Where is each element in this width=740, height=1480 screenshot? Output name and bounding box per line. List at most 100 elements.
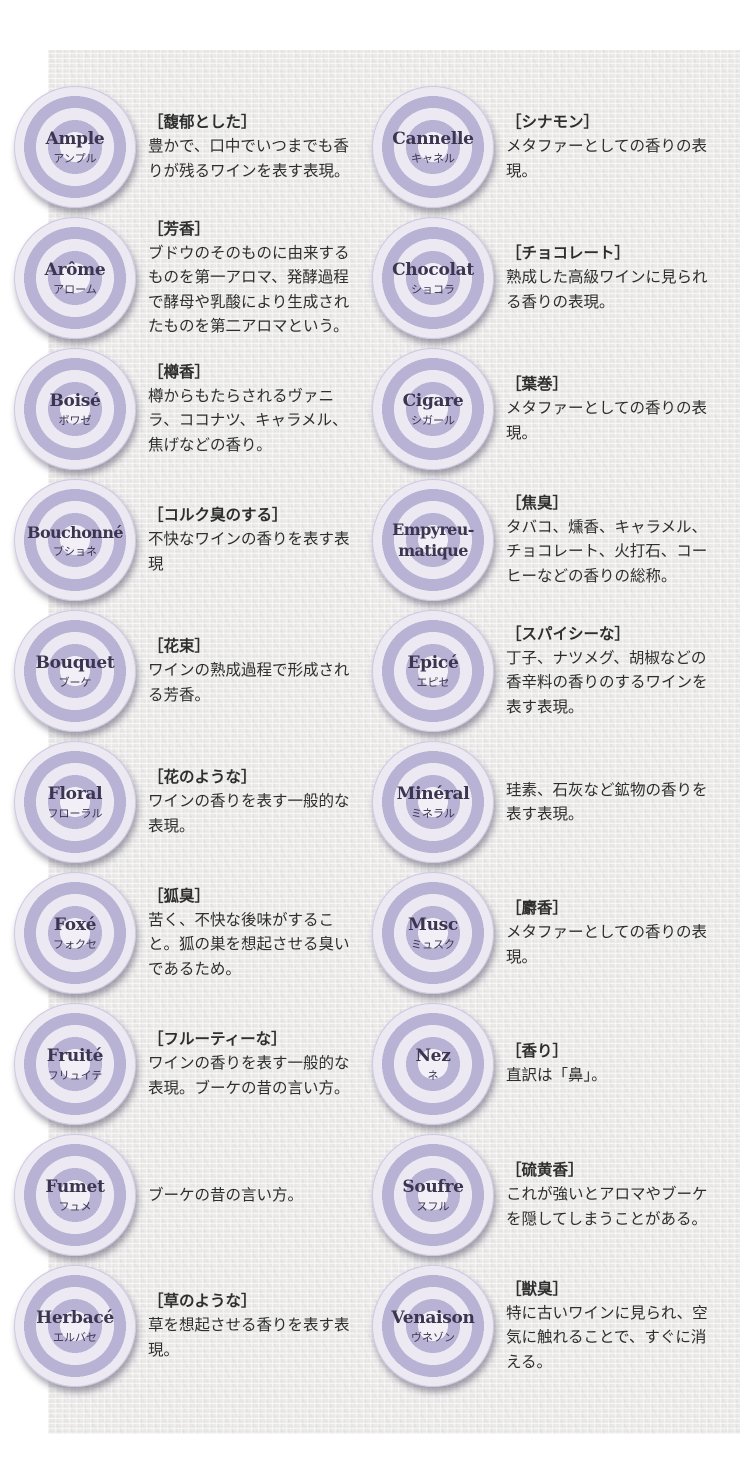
term-meaning: ［チョコレート］ — [506, 244, 631, 262]
term-french: Ample — [45, 129, 105, 149]
term-french: Boisé — [49, 391, 101, 411]
term-katakana: ミネラル — [411, 807, 455, 820]
glossary-entry-cigare: Cigare シガール ［葉巻］ メタファーとしての香りの表現。 — [358, 348, 728, 479]
term-explanation: 直訳は「鼻」。 — [506, 1066, 607, 1085]
term-katakana: エルバセ — [53, 1331, 97, 1344]
term-french: Empyreu- matique — [392, 520, 474, 560]
term-katakana: ネ — [427, 1069, 439, 1082]
term-description: ブーケの昔の言い方。 — [148, 1134, 360, 1256]
term-description: ［芳香］ ブドウのそのものに由来するものを第一アロマ、発酵過程で酵母や乳酸により… — [148, 217, 360, 339]
term-description: 珪素、石灰など鉱物の香りを表す表現。 — [506, 741, 718, 863]
term-badge: Nez ネ — [372, 1003, 494, 1125]
term-meaning: ［芳香］ — [148, 219, 211, 238]
term-french: Foxé — [53, 915, 97, 935]
term-badge: Soufre スフル — [372, 1134, 494, 1256]
glossary-entry-musc: Musc ミュスク ［麝香］ メタファーとしての香りの表現。 — [358, 872, 728, 1003]
term-description: ［花のような］ ワインの香りを表す一般的な表現。 — [148, 741, 360, 863]
term-french: Epicé — [407, 653, 459, 673]
term-meaning: ［シナモン］ — [506, 113, 600, 131]
term-description: ［麝香］ メタファーとしての香りの表現。 — [506, 872, 718, 994]
term-badge: Empyreu- matique — [372, 479, 494, 601]
glossary-entry-arome: Arôme アローム ［芳香］ ブドウのそのものに由来するものを第一アロマ、発酵… — [0, 217, 370, 348]
term-description: ［チョコレート］ 熟成した高級ワインに見られる香りの表現。 — [506, 217, 718, 339]
term-explanation: 特に古いワインに見られ、空気に触れることで、すぐに消える。 — [506, 1303, 708, 1371]
term-explanation: ワインの熟成過程で形成される芳香。 — [148, 661, 350, 704]
term-meaning: ［焦臭］ — [506, 493, 569, 512]
term-meaning: ［狐臭］ — [148, 886, 211, 905]
term-description: ［シナモン］ メタファーとしての香りの表現。 — [506, 86, 718, 208]
term-french: Chocolat — [392, 260, 474, 280]
term-explanation: ワインの香りを表す一般的な表現。 — [148, 792, 350, 835]
glossary-entry-bouquet: Bouquet ブーケ ［花束］ ワインの熟成過程で形成される芳香。 — [0, 610, 370, 741]
term-meaning: ［葉巻］ — [506, 375, 569, 393]
term-meaning: ［麝香］ — [506, 899, 569, 917]
term-badge: Floral フローラル — [14, 741, 136, 863]
term-french: Cigare — [402, 391, 464, 411]
glossary-entry-epice: Epicé エピセ ［スパイシーな］ 丁子、ナツメグ、胡椒などの香辛料の香りのす… — [358, 610, 728, 741]
term-katakana: フュメ — [58, 1200, 92, 1213]
term-description: ［葉巻］ メタファーとしての香りの表現。 — [506, 348, 718, 470]
term-katakana: フローラル — [47, 807, 103, 820]
term-badge: Minéral ミネラル — [372, 741, 494, 863]
term-french: Soufre — [402, 1177, 464, 1197]
term-badge: Boisé ボワゼ — [14, 348, 136, 470]
term-explanation: 樽からもたらされるヴァニラ、ココナツ、キャラメル、焦げなどの香り。 — [148, 386, 348, 454]
glossary-entry-floral: Floral フローラル ［花のような］ ワインの香りを表す一般的な表現。 — [0, 741, 370, 872]
term-explanation: 珪素、石灰など鉱物の香りを表す表現。 — [506, 780, 708, 824]
term-meaning: ［コルク臭のする］ — [148, 506, 288, 524]
term-description: ［フルーティーな］ ワインの香りを表す一般的な表現。ブーケの昔の言い方。 — [148, 1003, 360, 1125]
term-french: Cannelle — [392, 129, 474, 149]
term-meaning: ［フルーティーな］ — [148, 1030, 287, 1048]
term-explanation: 草を想起させる香りを表す表現。 — [148, 1316, 350, 1359]
term-badge: Bouchonné ブショネ — [14, 479, 136, 601]
term-french: Arôme — [44, 260, 106, 280]
term-katakana: キャネル — [411, 152, 455, 165]
term-description: ［焦臭］ タバコ、燻香、キャラメル、チョコレート、火打石、コーヒーなどの香りの総… — [506, 479, 718, 601]
glossary-entry-chocolat: Chocolat ショコラ ［チョコレート］ 熟成した高級ワインに見られる香りの… — [358, 217, 728, 348]
term-explanation: 熟成した高級ワインに見られる香りの表現。 — [506, 268, 708, 311]
term-meaning: ［樽香］ — [148, 362, 211, 381]
term-description: ［スパイシーな］ 丁子、ナツメグ、胡椒などの香辛料の香りのするワインを表す表現。 — [506, 610, 718, 732]
term-katakana: ショコラ — [411, 283, 455, 296]
term-katakana: エピセ — [416, 676, 450, 689]
term-explanation: 苦く、不快な後味がすること。狐の巣を想起させる臭いであるため。 — [148, 910, 350, 978]
glossary-entry-soufre: Soufre スフル ［硫黄香］ これが強いとアロマやブーケを隠してしまうことが… — [358, 1134, 728, 1265]
term-katakana: シガール — [411, 414, 455, 427]
term-description: ［馥郁とした］ 豊かで、口中でいつまでも香りが残るワインを表す表現。 — [148, 86, 360, 208]
glossary-entry-bouchonne: Bouchonné ブショネ ［コルク臭のする］ 不快なワインの香りを表す表現 — [0, 479, 370, 610]
term-explanation: 丁子、ナツメグ、胡椒などの香辛料の香りのするワインを表す表現。 — [506, 648, 708, 716]
term-badge: Ample アンプル — [14, 86, 136, 208]
term-explanation: ブドウのそのものに由来するものを第一アロマ、発酵過程で酵母や乳酸により生成された… — [148, 243, 350, 336]
term-explanation: 豊かで、口中でいつまでも香りが残るワインを表す表現。 — [148, 137, 350, 180]
term-badge: Bouquet ブーケ — [14, 610, 136, 732]
glossary-entry-ample: Ample アンプル ［馥郁とした］ 豊かで、口中でいつまでも香りが残るワインを… — [0, 86, 370, 217]
term-explanation: ワインの香りを表す一般的な表現。ブーケの昔の言い方。 — [148, 1054, 350, 1097]
glossary-entry-nez: Nez ネ ［香り］ 直訳は「鼻」。 — [358, 1003, 728, 1134]
term-katakana: フォクセ — [53, 938, 97, 951]
term-badge: Epicé エピセ — [372, 610, 494, 732]
term-katakana: アンプル — [53, 152, 97, 165]
term-badge: Herbacé エルバセ — [14, 1265, 136, 1387]
term-french: Nez — [415, 1046, 451, 1066]
term-meaning: ［馥郁とした］ — [148, 113, 257, 131]
term-french: Fruité — [46, 1046, 104, 1066]
term-description: ［硫黄香］ これが強いとアロマやブーケを隠してしまうことがある。 — [506, 1134, 718, 1256]
term-meaning: ［香り］ — [506, 1042, 569, 1061]
term-description: ［樽香］ 樽からもたらされるヴァニラ、ココナツ、キャラメル、焦げなどの香り。 — [148, 348, 360, 470]
glossary-entry-empyreumatique: Empyreu- matique ［焦臭］ タバコ、燻香、キャラメル、チョコレー… — [358, 479, 728, 610]
term-french: Herbacé — [36, 1308, 114, 1328]
term-explanation: 不快なワインの香りを表す表現 — [148, 530, 350, 573]
term-katakana: ブショネ — [53, 545, 97, 558]
term-meaning: ［花のような］ — [148, 768, 257, 786]
term-french: Venaison — [391, 1308, 475, 1328]
term-badge: Arôme アローム — [14, 217, 136, 339]
term-katakana: ブーケ — [58, 676, 92, 689]
term-badge: Fruité フリュイテ — [14, 1003, 136, 1125]
term-explanation: メタファーとしての香りの表現。 — [506, 399, 708, 442]
term-meaning: ［スパイシーな］ — [506, 624, 631, 643]
term-katakana: ミュスク — [411, 938, 455, 951]
glossary-entry-boise: Boisé ボワゼ ［樽香］ 樽からもたらされるヴァニラ、ココナツ、キャラメル、… — [0, 348, 370, 479]
term-explanation: メタファーとしての香りの表現。 — [506, 923, 708, 966]
term-meaning: ［草のような］ — [148, 1292, 257, 1310]
glossary-entry-mineral: Minéral ミネラル 珪素、石灰など鉱物の香りを表す表現。 — [358, 741, 728, 872]
